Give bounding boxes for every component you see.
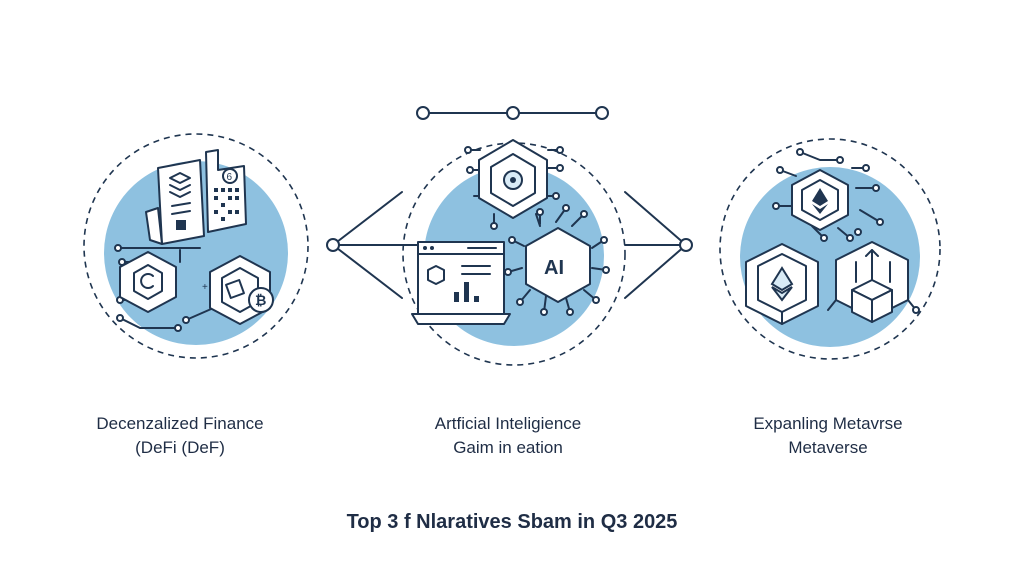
left-junction-node	[326, 238, 340, 252]
svg-text:+: +	[202, 282, 208, 293]
defi-label: Decenzalized Finance (DeFi (DeF)	[50, 412, 310, 460]
top-node-left	[416, 106, 430, 120]
top-connector	[416, 106, 609, 120]
metaverse-dashed-ring	[719, 138, 941, 360]
ethereum-icon	[791, 169, 849, 231]
svg-text:6: 6	[227, 172, 233, 183]
bitcoin-icon: ₿ +	[202, 255, 274, 325]
metaverse-label: Expanling Metavrse Metaverse	[698, 412, 958, 460]
defi-panel: 6	[83, 133, 309, 359]
ai-label-line-2: Gaim in eation	[453, 438, 563, 457]
circuit-icon	[772, 148, 884, 242]
vr-box-icon	[827, 241, 920, 323]
browser-chart-icon	[411, 241, 511, 325]
infographic-title: Top 3 f Nlaratives Sbam in Q3 2025	[346, 511, 678, 533]
ai-label: Artficial Inteligience Gaim in eation	[378, 412, 638, 460]
svg-text:₿: ₿	[255, 292, 266, 308]
right-junction-node	[679, 238, 693, 252]
defi-dashed-ring	[83, 133, 309, 359]
metaverse-label-line-1: Expanling Metavrse	[753, 414, 903, 433]
processor-icon	[464, 139, 564, 230]
metaverse-panel	[719, 138, 941, 360]
metaverse-label-line-2: Metaverse	[788, 438, 868, 457]
ai-label-line-1: Artficial Inteligience	[434, 414, 582, 433]
ai-chip-icon: AI	[504, 204, 610, 316]
ai-chip-text: AI	[544, 257, 564, 279]
hexagon-icon	[119, 251, 177, 313]
ai-panel: AI	[402, 139, 626, 366]
qr-code-icon: 6	[205, 149, 247, 233]
cube-icon	[745, 243, 819, 325]
document-icon	[145, 159, 205, 245]
defi-label-line-1: Decenzalized Finance	[96, 414, 264, 433]
top-node-right	[595, 106, 609, 120]
defi-label-line-2: (DeFi (DeF)	[135, 438, 225, 457]
right-connector	[624, 191, 693, 299]
top-node-middle	[506, 106, 520, 120]
left-connector	[326, 191, 419, 299]
